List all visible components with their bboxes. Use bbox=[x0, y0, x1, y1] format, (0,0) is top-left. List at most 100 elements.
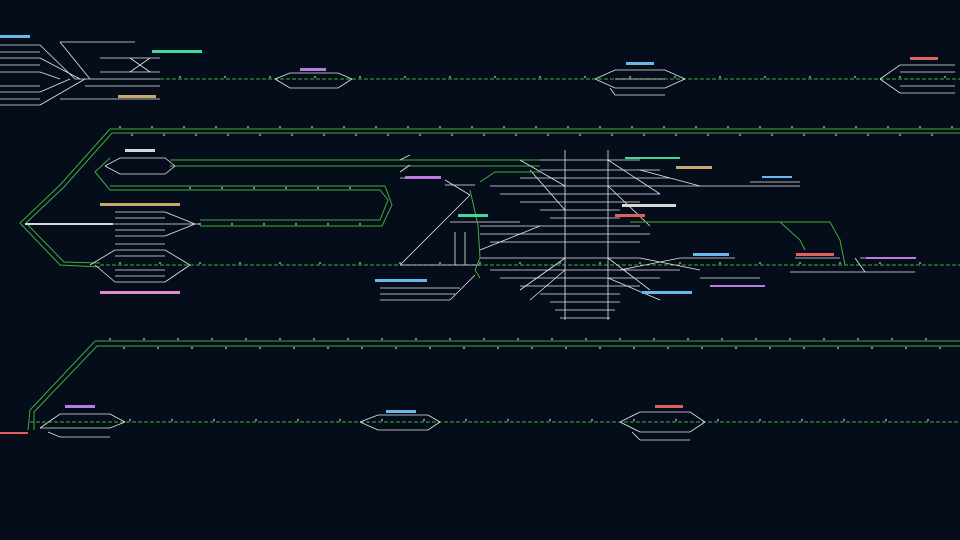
signal-icon[interactable] bbox=[716, 418, 720, 422]
station-left-upper[interactable] bbox=[104, 157, 176, 175]
signal-icon[interactable] bbox=[838, 261, 842, 265]
tag-blue[interactable] bbox=[375, 279, 427, 282]
signal-icon[interactable] bbox=[108, 337, 112, 341]
signal-icon[interactable] bbox=[422, 418, 426, 422]
signal-icon[interactable] bbox=[358, 75, 362, 79]
signal-icon[interactable] bbox=[530, 346, 534, 350]
signal-icon[interactable] bbox=[246, 125, 250, 129]
signal-icon[interactable] bbox=[478, 261, 482, 265]
signal-icon[interactable] bbox=[128, 418, 132, 422]
signal-icon[interactable] bbox=[346, 337, 350, 341]
tag-tan[interactable] bbox=[118, 95, 156, 98]
station-topleft[interactable] bbox=[0, 41, 160, 106]
signal-icon[interactable] bbox=[278, 337, 282, 341]
signal-icon[interactable] bbox=[700, 346, 704, 350]
signal-icon[interactable] bbox=[718, 261, 722, 265]
link-left-center[interactable] bbox=[380, 154, 520, 301]
signal-icon[interactable] bbox=[590, 418, 594, 422]
signal-icon[interactable] bbox=[836, 346, 840, 350]
signal-icon[interactable] bbox=[142, 337, 146, 341]
signal-icon[interactable] bbox=[398, 261, 402, 265]
signal-icon[interactable] bbox=[802, 346, 806, 350]
tag-green[interactable] bbox=[458, 214, 488, 217]
signal-icon[interactable] bbox=[578, 133, 582, 137]
signal-icon[interactable] bbox=[918, 261, 922, 265]
signal-icon[interactable] bbox=[770, 133, 774, 137]
signal-icon[interactable] bbox=[150, 125, 154, 129]
signal-icon[interactable] bbox=[628, 75, 632, 79]
signal-icon[interactable] bbox=[694, 125, 698, 129]
mainline-upper[interactable] bbox=[19, 128, 960, 268]
tag-red[interactable] bbox=[655, 405, 683, 408]
signal-icon[interactable] bbox=[214, 125, 218, 129]
signal-icon[interactable] bbox=[448, 75, 452, 79]
loop-lower-1[interactable] bbox=[39, 413, 126, 438]
signal-icon[interactable] bbox=[834, 133, 838, 137]
signal-icon[interactable] bbox=[118, 261, 122, 265]
signal-icon[interactable] bbox=[292, 346, 296, 350]
signal-icon[interactable] bbox=[262, 222, 266, 226]
signal-icon[interactable] bbox=[800, 418, 804, 422]
signal-icon[interactable] bbox=[638, 261, 642, 265]
signal-icon[interactable] bbox=[854, 125, 858, 129]
tag-blue[interactable] bbox=[0, 35, 30, 38]
tag-purple[interactable] bbox=[710, 285, 765, 287]
signal-icon[interactable] bbox=[252, 186, 256, 190]
signal-icon[interactable] bbox=[822, 125, 826, 129]
signal-icon[interactable] bbox=[662, 125, 666, 129]
signal-icon[interactable] bbox=[450, 133, 454, 137]
signal-icon[interactable] bbox=[130, 133, 134, 137]
tag-purple[interactable] bbox=[300, 68, 326, 71]
signal-icon[interactable] bbox=[226, 133, 230, 137]
signal-icon[interactable] bbox=[758, 261, 762, 265]
tag-red[interactable] bbox=[0, 432, 28, 434]
signal-icon[interactable] bbox=[348, 186, 352, 190]
signal-icon[interactable] bbox=[734, 346, 738, 350]
signal-icon[interactable] bbox=[118, 125, 122, 129]
signal-icon[interactable] bbox=[802, 133, 806, 137]
signal-icon[interactable] bbox=[678, 261, 682, 265]
signal-icon[interactable] bbox=[438, 125, 442, 129]
signal-icon[interactable] bbox=[610, 133, 614, 137]
signal-icon[interactable] bbox=[170, 418, 174, 422]
loop-top-1[interactable] bbox=[274, 72, 353, 89]
tag-blue[interactable] bbox=[762, 176, 792, 178]
signal-icon[interactable] bbox=[632, 346, 636, 350]
signal-icon[interactable] bbox=[496, 346, 500, 350]
signal-icon[interactable] bbox=[918, 125, 922, 129]
signal-icon[interactable] bbox=[516, 337, 520, 341]
signal-icon[interactable] bbox=[758, 418, 762, 422]
signal-icon[interactable] bbox=[188, 186, 192, 190]
signal-icon[interactable] bbox=[313, 75, 317, 79]
tag-purple[interactable] bbox=[65, 405, 95, 408]
signal-icon[interactable] bbox=[190, 346, 194, 350]
signal-icon[interactable] bbox=[788, 337, 792, 341]
signal-icon[interactable] bbox=[403, 75, 407, 79]
signal-icon[interactable] bbox=[924, 337, 928, 341]
tag-white[interactable] bbox=[622, 204, 676, 207]
signal-icon[interactable] bbox=[584, 337, 588, 341]
signal-icon[interactable] bbox=[360, 346, 364, 350]
signal-icon[interactable] bbox=[254, 418, 258, 422]
signal-icon[interactable] bbox=[652, 337, 656, 341]
tag-pink[interactable] bbox=[100, 291, 180, 294]
signal-icon[interactable] bbox=[598, 346, 602, 350]
signal-icon[interactable] bbox=[482, 133, 486, 137]
signal-icon[interactable] bbox=[534, 125, 538, 129]
signal-icon[interactable] bbox=[386, 133, 390, 137]
tag-purple[interactable] bbox=[405, 176, 441, 179]
signal-icon[interactable] bbox=[258, 133, 262, 137]
signal-icon[interactable] bbox=[220, 186, 224, 190]
signal-icon[interactable] bbox=[950, 125, 954, 129]
signal-icon[interactable] bbox=[358, 261, 362, 265]
tag-tan[interactable] bbox=[100, 203, 180, 206]
signal-icon[interactable] bbox=[598, 125, 602, 129]
signal-icon[interactable] bbox=[380, 337, 384, 341]
signal-icon[interactable] bbox=[583, 75, 587, 79]
signal-icon[interactable] bbox=[768, 346, 772, 350]
tag-white[interactable] bbox=[25, 223, 113, 225]
tag-red[interactable] bbox=[796, 253, 834, 256]
tag-green[interactable] bbox=[625, 157, 680, 159]
tag-blue[interactable] bbox=[386, 410, 416, 413]
